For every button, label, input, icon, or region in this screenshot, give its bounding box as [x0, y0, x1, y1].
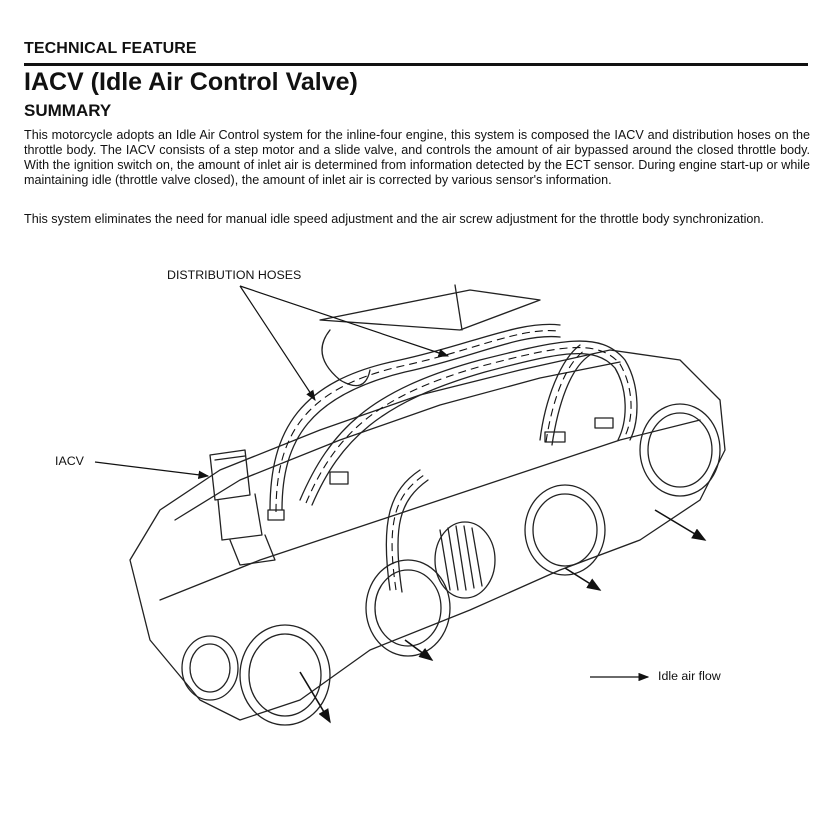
throttle-body-diagram [94, 284, 726, 726]
page-title: IACV (Idle Air Control Valve) [24, 68, 358, 96]
legend-idle-air-flow: Idle air flow [658, 669, 721, 683]
label-distribution-hoses: DISTRIBUTION HOSES [167, 268, 302, 282]
label-iacv: IACV [55, 454, 84, 468]
section-label: TECHNICAL FEATURE [24, 40, 197, 57]
summary-heading: SUMMARY [24, 101, 112, 120]
summary-paragraph-1: This motorcycle adopts an Idle Air Contr… [24, 128, 810, 187]
summary-paragraph-2: This system eliminates the need for manu… [24, 212, 764, 226]
header-rule [24, 63, 808, 66]
